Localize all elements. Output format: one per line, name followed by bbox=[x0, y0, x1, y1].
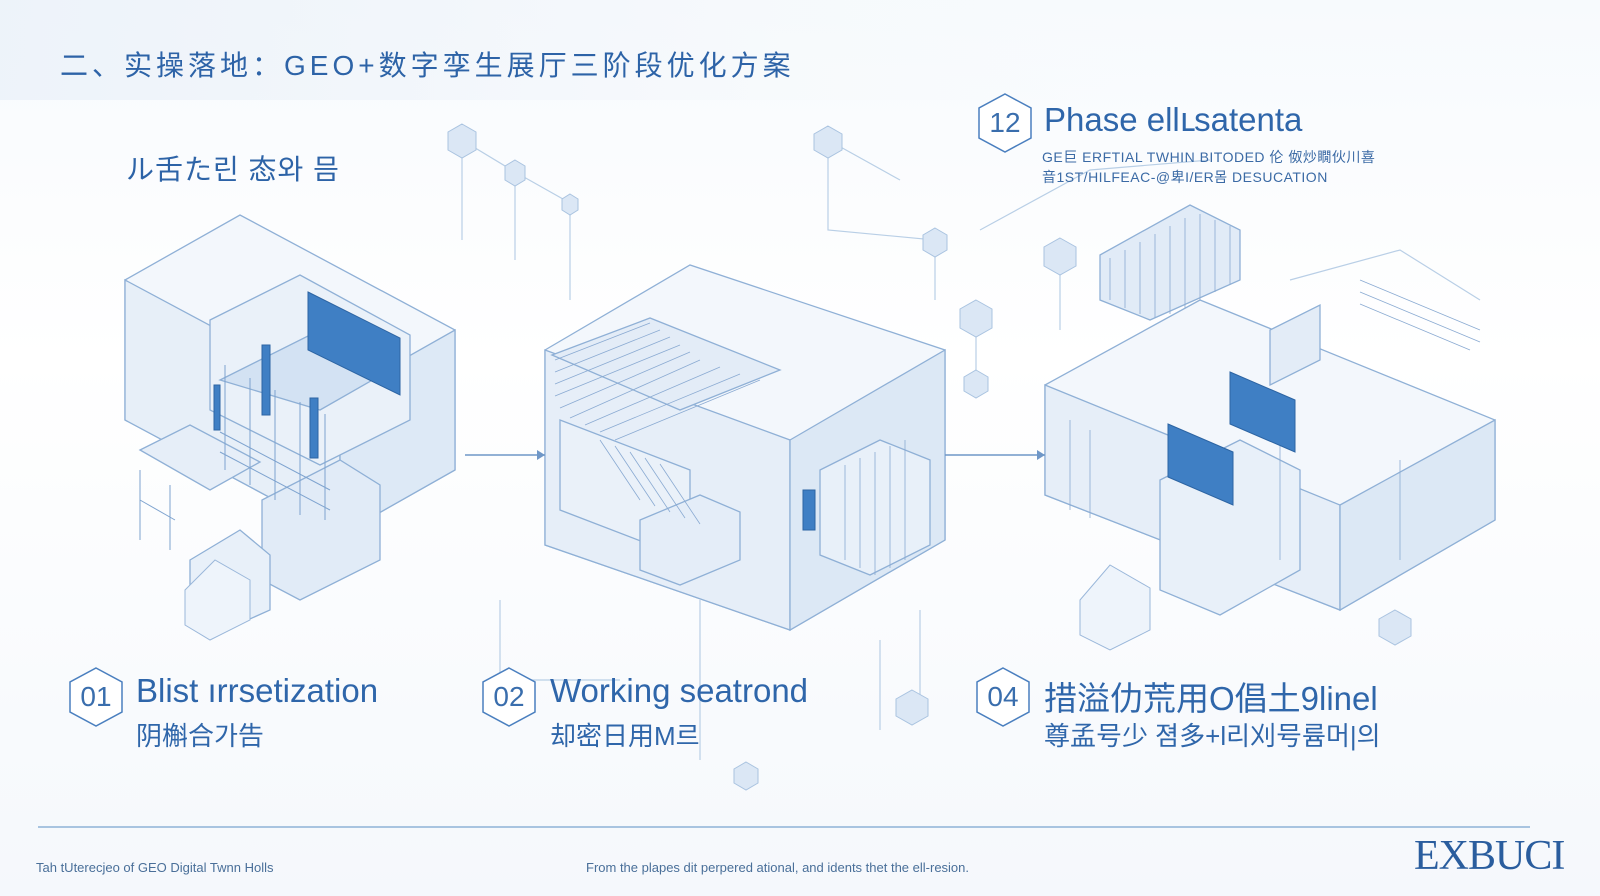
phase-12-title: Phase ellւsatenta bbox=[1044, 101, 1303, 138]
hexagon-icon bbox=[976, 667, 1030, 727]
phase-04-badge: 04 bbox=[974, 666, 1032, 728]
phase-01-badge: 01 bbox=[67, 666, 125, 728]
phase-04-number: 04 bbox=[987, 681, 1019, 712]
phase-04-subtitle: 尊孟号少 졈多+l리刈号륨머|의 bbox=[1044, 721, 1381, 751]
footer-divider bbox=[38, 826, 1530, 828]
phase-02-number: 02 bbox=[493, 681, 525, 712]
phase-01-number: 01 bbox=[80, 681, 112, 712]
phase-02-subtitle: 却密日用M르 bbox=[550, 721, 700, 751]
phase-04-title: 措溢仂荒用O倡土9linel bbox=[1044, 680, 1378, 717]
footer-left-text: Tah tUterecjeo of GEO Digital Twnn Holls bbox=[36, 860, 274, 875]
hexagon-icon bbox=[69, 667, 123, 727]
phase-02-title: Working seatrond bbox=[550, 672, 809, 709]
phase-12-line-1: GE巨 ERFTIAL TWHIN BITODED 伦 伮炒瞯伙川喜 bbox=[1042, 149, 1376, 165]
brand-logo: EXBUCI bbox=[1414, 833, 1565, 879]
phase-01-title: Blist ırrsetization bbox=[136, 672, 379, 709]
phase-02-badge: 02 bbox=[480, 666, 538, 728]
phase-12-line-2: 音1ST/HILFEAC-@卑I/ER몸 DESUCATION bbox=[1042, 169, 1328, 185]
phase-12-number: 12 bbox=[989, 107, 1021, 138]
footer-center-text: From the plapes dit perpered ational, an… bbox=[586, 860, 970, 875]
phase-12-badge: 12 bbox=[976, 92, 1034, 154]
hexagon-icon bbox=[482, 667, 536, 727]
left-caption: ル舌た린 态와 믐 bbox=[126, 154, 340, 185]
title-bar bbox=[0, 0, 1120, 100]
hexagon-icon bbox=[978, 93, 1032, 153]
page-title: 二、实操落地：GEO+数字孪生展厅三阶段优化方案 bbox=[60, 50, 795, 81]
phase-01-subtitle: 阴槲合가告 bbox=[136, 721, 264, 751]
